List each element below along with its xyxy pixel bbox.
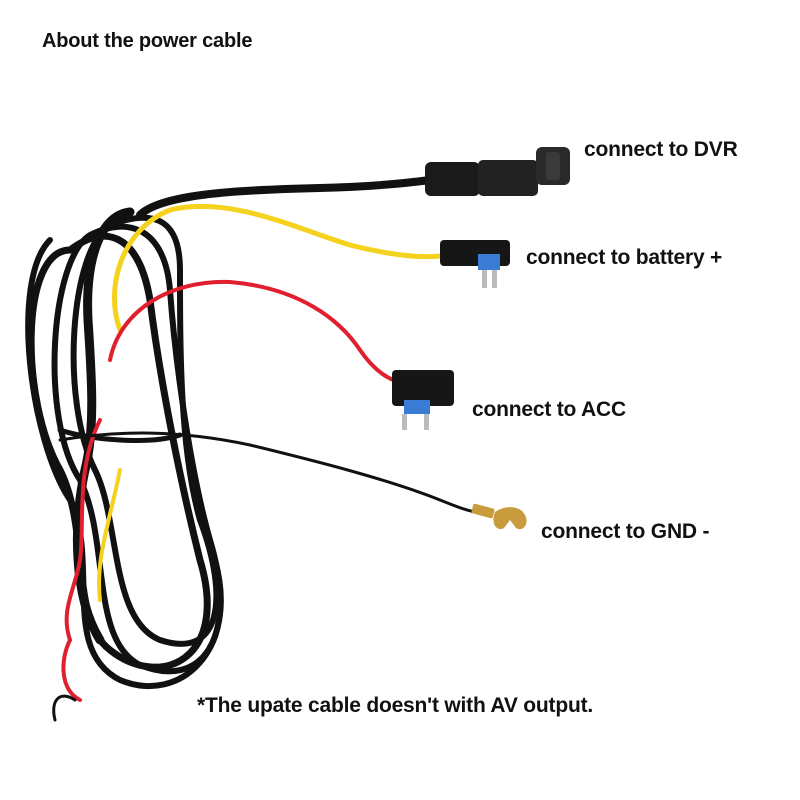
red-wire [108, 279, 402, 384]
page-title: About the power cable [42, 30, 253, 52]
ground-wire [58, 431, 477, 514]
dvr-connector [425, 147, 570, 196]
label-connect-battery: connect to battery + [526, 246, 723, 269]
yellow-wire [111, 203, 443, 333]
acc-fuse-tap [392, 370, 454, 430]
gnd-terminal [471, 503, 527, 530]
label-connect-acc: connect to ACC [472, 398, 626, 421]
label-connect-gnd: connect to GND - [541, 520, 710, 543]
dvr-cable [136, 176, 434, 219]
footnote: *The upate cable doesn't with AV output. [197, 694, 594, 717]
battery-fuse-tap [440, 240, 510, 288]
label-connect-dvr: connect to DVR [584, 138, 738, 161]
